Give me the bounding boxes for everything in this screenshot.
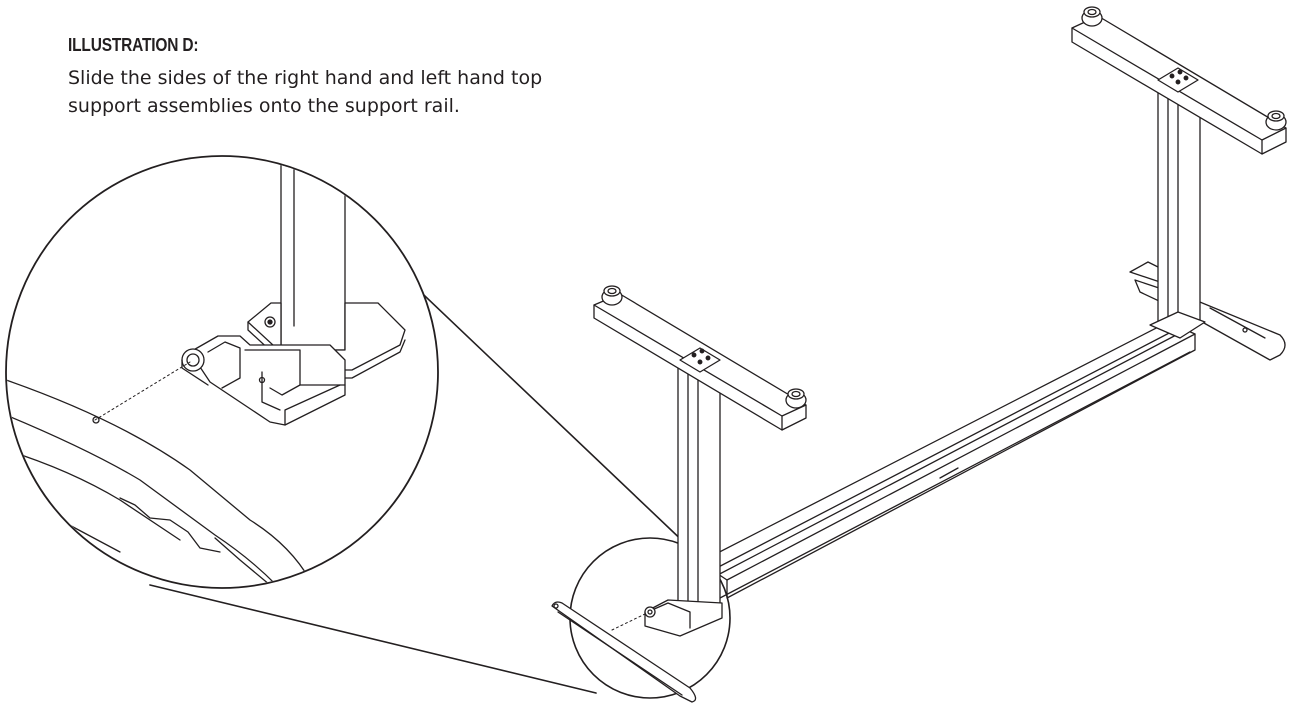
right-hand-top-support-assembly — [1071, 6, 1287, 339]
left-upright — [677, 351, 721, 623]
instruction-caption: ILLUSTRATION D: Slide the sides of the r… — [68, 34, 628, 120]
detail-upright-post — [280, 157, 346, 351]
detail-sliding-channel — [189, 335, 346, 426]
detail-circle-view — [5, 155, 439, 589]
left-hand-top-support-assembly — [593, 285, 807, 623]
illustration-title: ILLUSTRATION D: — [68, 35, 199, 55]
detail-support-rail — [7, 379, 311, 581]
detail-tube-end — [181, 348, 205, 372]
callout-connector-bottom — [149, 584, 597, 694]
detail-alignment-line — [94, 361, 191, 421]
support-rail — [699, 321, 1196, 599]
left-base-corner — [551, 599, 723, 703]
zoom-callout — [5, 155, 731, 699]
right-arm-knob-back — [1081, 6, 1103, 27]
right-arm-knob-front — [1265, 110, 1287, 131]
left-arm-knob-back — [601, 285, 623, 306]
left-arm-knob-front — [785, 388, 807, 409]
instruction-text: Slide the sides of the right hand and le… — [68, 67, 543, 117]
